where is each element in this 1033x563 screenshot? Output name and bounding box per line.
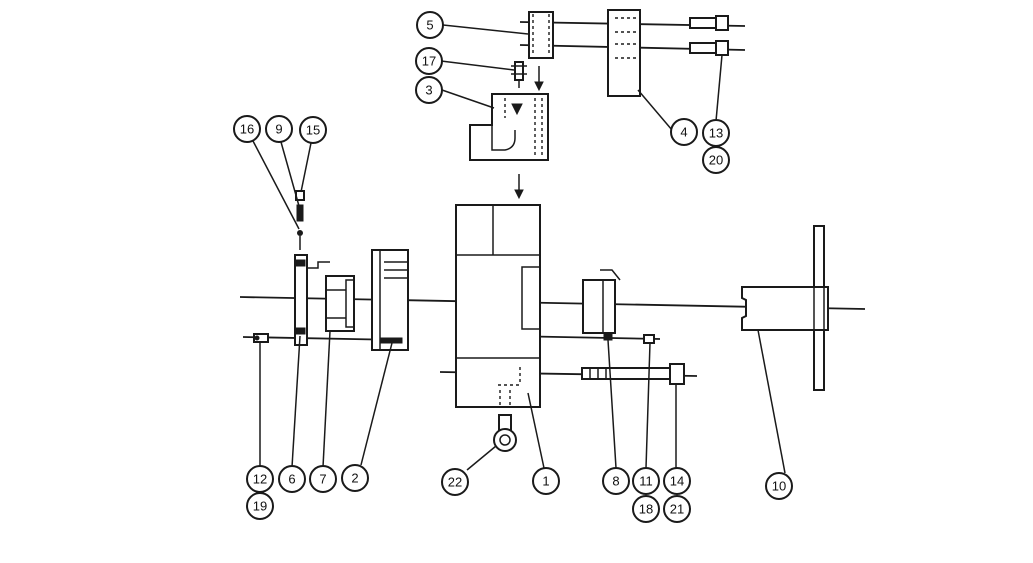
arrow-down-1	[534, 66, 544, 92]
callout-3: 3	[415, 76, 443, 104]
svg-text:5: 5	[426, 18, 433, 33]
svg-text:14: 14	[670, 474, 684, 489]
svg-text:15: 15	[306, 123, 320, 138]
svg-text:3: 3	[425, 83, 432, 98]
callout-16: 16	[233, 115, 261, 143]
callout-12: 12	[246, 465, 274, 493]
svg-text:22: 22	[448, 475, 462, 490]
callout-21: 21	[663, 495, 691, 523]
svg-text:17: 17	[422, 54, 436, 69]
part-3-bracket	[469, 93, 549, 161]
part-22-ring-nut	[493, 414, 517, 452]
part-13-cap-screw-lower	[689, 40, 729, 56]
svg-text:18: 18	[639, 502, 653, 517]
part-5-clamp-block	[528, 11, 554, 59]
callout-13: 13	[702, 119, 730, 147]
callout-22: 22	[441, 468, 469, 496]
part-6-flange-plate	[294, 254, 330, 346]
svg-text:13: 13	[709, 126, 723, 141]
part-11-small-screw	[643, 334, 655, 344]
part-4-housing-block	[607, 9, 641, 97]
callout-4: 4	[670, 118, 698, 146]
callout-5: 5	[416, 11, 444, 39]
callout-10: 10	[765, 472, 793, 500]
callout-1: 1	[532, 467, 560, 495]
callout-14: 14	[663, 467, 691, 495]
part-2-end-plate	[371, 249, 409, 351]
callout-6: 6	[278, 465, 306, 493]
svg-text:21: 21	[670, 502, 684, 517]
part-9-spring	[296, 204, 304, 222]
part-7-spacer-ring	[325, 275, 355, 332]
leader-lines	[252, 24, 786, 474]
callout-8: 8	[602, 467, 630, 495]
part-12-set-screw	[253, 333, 269, 343]
svg-text:11: 11	[639, 474, 653, 489]
callout-18: 18	[632, 495, 660, 523]
svg-text:7: 7	[319, 472, 326, 487]
part-17-pin	[511, 61, 527, 88]
part-8-bushing	[582, 269, 621, 341]
callout-11: 11	[632, 467, 660, 495]
arrow-down-2	[514, 174, 524, 200]
svg-text:19: 19	[253, 499, 267, 514]
svg-text:6: 6	[288, 472, 295, 487]
callout-19: 19	[246, 492, 274, 520]
callout-17: 17	[415, 47, 443, 75]
part-10-t-handle-wrench	[741, 225, 829, 391]
svg-text:9: 9	[275, 122, 282, 137]
part-14-long-bolt	[581, 363, 685, 385]
part-13-cap-screw-upper	[689, 15, 729, 31]
part-1-main-body	[455, 204, 541, 408]
callout-15: 15	[299, 116, 327, 144]
svg-text:2: 2	[351, 471, 358, 486]
callout-20: 20	[702, 146, 730, 174]
callout-7: 7	[309, 465, 337, 493]
svg-text:8: 8	[612, 474, 619, 489]
svg-text:20: 20	[709, 153, 723, 168]
svg-text:16: 16	[240, 122, 254, 137]
part-16-ball	[297, 230, 303, 250]
svg-text:4: 4	[680, 125, 687, 140]
callout-2: 2	[341, 464, 369, 492]
svg-text:10: 10	[772, 479, 786, 494]
svg-text:1: 1	[542, 474, 549, 489]
svg-text:12: 12	[253, 472, 267, 487]
callout-9: 9	[265, 115, 293, 143]
